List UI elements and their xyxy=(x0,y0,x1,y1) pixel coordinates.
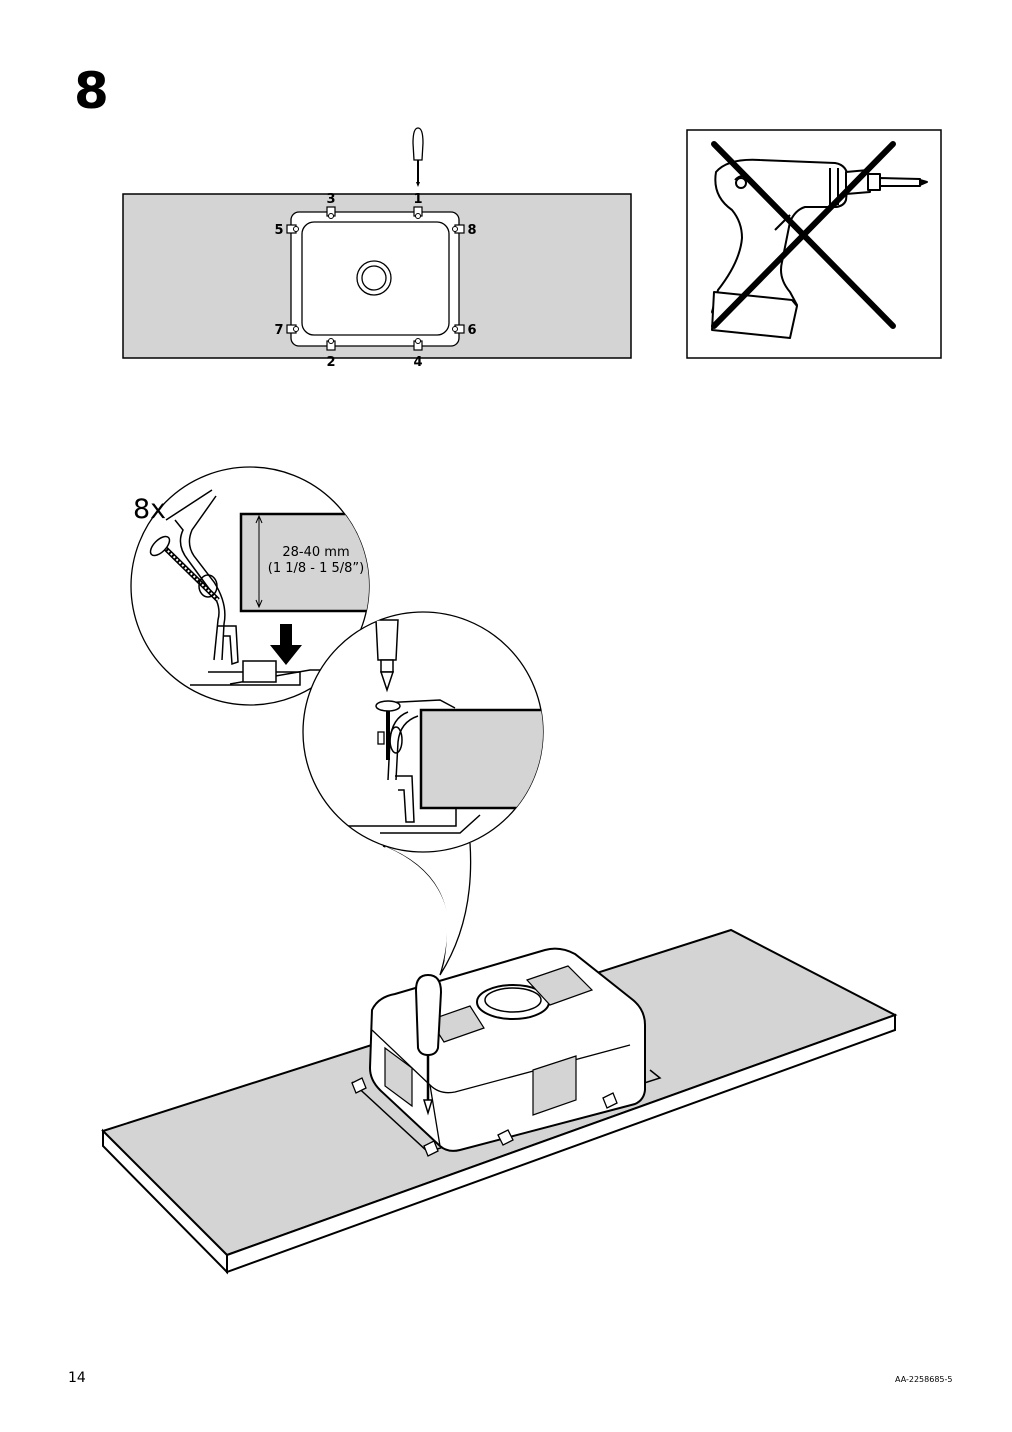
screwdriver-icon xyxy=(414,973,443,1116)
clip-1 xyxy=(413,206,423,219)
clip-5 xyxy=(286,224,299,234)
clip-6 xyxy=(452,324,465,334)
clip-detail-circle: 28-40 mm (1 1/8 - 1 5/8”) 8x xyxy=(130,466,370,706)
clip-3 xyxy=(326,206,336,219)
clip-label-3: 3 xyxy=(326,192,335,207)
quantity-label: 8x xyxy=(133,494,166,525)
clip-label-5: 5 xyxy=(274,223,283,238)
screwdriver-icon xyxy=(412,127,424,187)
clip-2 xyxy=(326,338,336,351)
clip-label-8: 8 xyxy=(467,223,476,238)
clip-label-7: 7 xyxy=(274,323,283,338)
clip-label-1: 1 xyxy=(413,192,422,207)
step-number: 8 xyxy=(74,62,109,120)
document-code: AA-2258685-5 xyxy=(895,1375,953,1384)
clip-label-2: 2 xyxy=(326,355,335,370)
measurement-mm: 28-40 mm xyxy=(282,545,349,560)
clip-label-6: 6 xyxy=(467,323,476,338)
tightening-detail-circle xyxy=(302,611,544,976)
countertop-with-sink xyxy=(101,928,898,1275)
measurement-inches: (1 1/8 - 1 5/8”) xyxy=(268,561,364,576)
clip-7 xyxy=(286,324,299,334)
clip-8 xyxy=(452,224,465,234)
no-power-drill-warning xyxy=(686,129,942,359)
page-number: 14 xyxy=(68,1370,86,1386)
clip-position-diagram: 1 2 3 4 5 6 7 8 xyxy=(122,127,632,370)
clip-4 xyxy=(413,338,423,351)
clip-label-4: 4 xyxy=(413,355,422,370)
